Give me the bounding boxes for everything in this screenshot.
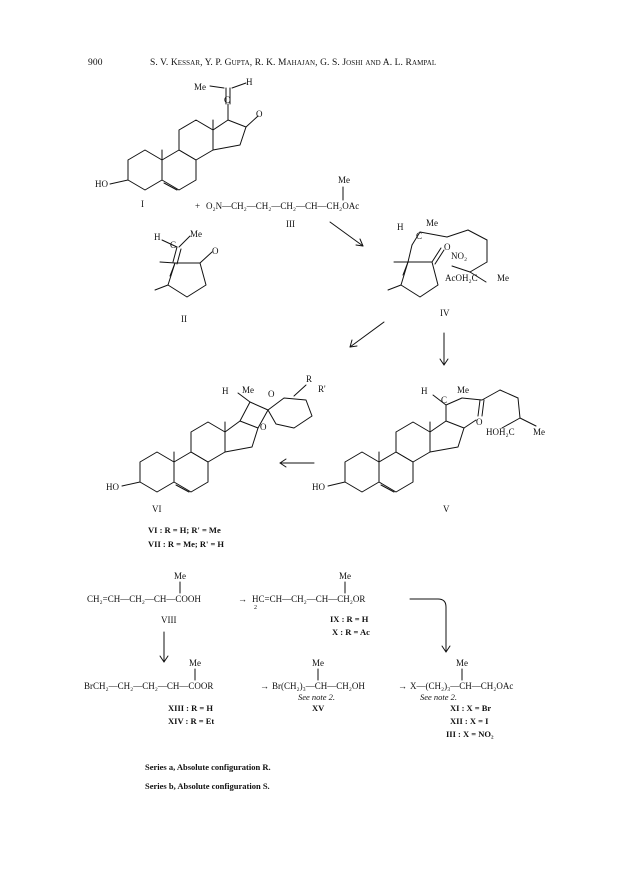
label-me: Me — [338, 175, 350, 185]
arrow: → — [260, 681, 269, 691]
structure-I — [109, 82, 259, 191]
label-me: Me — [242, 385, 254, 395]
label-o: O — [256, 109, 263, 119]
series-a-note: Series a, Absolute configuration R. — [145, 762, 271, 772]
label-h: H — [421, 386, 428, 396]
rvalue-XII: XII : X = I — [450, 716, 489, 726]
see-note: See note 2. — [420, 692, 458, 702]
rvalue-III: III : X = NO₂ — [446, 729, 494, 739]
label-r: R — [306, 374, 313, 384]
deuterium-count: 2 — [254, 605, 257, 611]
compound-label-I: I — [141, 199, 144, 209]
structure-IV — [387, 229, 488, 298]
compound-label-XV: XV — [312, 703, 325, 713]
reaction-arrows — [159, 221, 451, 663]
chain-XI: X—(CH₂)₃—CH—CH₂OAc — [410, 681, 514, 691]
label-c: C — [224, 95, 231, 105]
label-c: C — [416, 231, 423, 241]
label-h: H — [222, 386, 229, 396]
rvalue-XI: XI : X = Br — [450, 703, 492, 713]
label-ho: HO — [312, 482, 325, 492]
rvalue-VI: VI : R = H; R' = Me — [148, 525, 221, 535]
label-me: Me — [426, 218, 438, 228]
label-o: O — [444, 242, 451, 252]
compound-label-III: III — [286, 219, 295, 229]
structure-VI — [121, 384, 313, 493]
chain-XV: Br(CH₂)₃—CH—CH₂OH — [272, 681, 365, 691]
reagent-III-formula: O₂N—CH₂—CH₂—CH₂—CH—CH₂OAc — [206, 201, 360, 211]
label-me: Me — [497, 273, 509, 283]
label-me: Me — [312, 658, 324, 668]
compound-label-IV: IV — [440, 308, 450, 318]
plus-sign: + — [195, 201, 201, 211]
structure-V — [327, 389, 537, 493]
rvalue-VII: VII : R = Me; R' = H — [148, 539, 225, 549]
label-o: O — [268, 389, 275, 399]
structure-II — [154, 235, 213, 298]
label-ho: HO — [106, 482, 119, 492]
label-acoh2c: AcOH₂C — [445, 273, 478, 283]
label-o: O — [476, 417, 483, 427]
compound-label-V: V — [443, 504, 450, 514]
series-b-note: Series b, Absolute configuration S. — [145, 781, 270, 791]
label-me: Me — [190, 229, 202, 239]
label-ho: HO — [95, 179, 108, 189]
label-h: H — [397, 222, 404, 232]
label-rprime: R' — [318, 384, 326, 394]
rvalue-XIII: XIII : R = H — [168, 703, 213, 713]
compound-label-VI: VI — [152, 504, 162, 514]
see-note: See note 2. — [298, 692, 336, 702]
label-c: C — [170, 240, 177, 250]
chain-VIII: CH₂=CH—CH₂—CH—COOH — [87, 594, 201, 604]
label-hoh2c: HOH₂C — [486, 427, 515, 437]
label-me: Me — [456, 658, 468, 668]
label-no2: NO₂ — [451, 251, 468, 261]
label-c: C — [441, 395, 448, 405]
compound-label-II: II — [181, 314, 187, 324]
label-me: Me — [189, 658, 201, 668]
arrow: → — [238, 594, 247, 604]
label-o: O — [260, 422, 267, 432]
chain-branch-bonds — [179, 186, 463, 681]
rvalue-X: X : R = Ac — [332, 627, 370, 637]
compound-label-VIII: VIII — [161, 615, 177, 625]
label-h: H — [246, 77, 253, 87]
chain-XIII: BrCH₂—CH₂—CH₂—CH—COOR — [84, 681, 214, 691]
label-me: Me — [533, 427, 545, 437]
arrow: → — [398, 681, 407, 691]
label-me: Me — [339, 571, 351, 581]
rvalue-IX: IX : R = H — [330, 614, 369, 624]
label-me: Me — [194, 82, 206, 92]
rvalue-XIV: XIV : R = Et — [168, 716, 215, 726]
label-me: Me — [174, 571, 186, 581]
chain-IX: HC=CH—CH₂—CH—CH₂OR — [252, 594, 366, 604]
label-o: O — [212, 246, 219, 256]
running-header-authors: S. V. Kessar, Y. P. Gupta, R. K. Mahajan… — [150, 58, 437, 68]
page-number: 900 — [88, 58, 103, 68]
label-me: Me — [457, 385, 469, 395]
label-h: H — [154, 232, 161, 242]
